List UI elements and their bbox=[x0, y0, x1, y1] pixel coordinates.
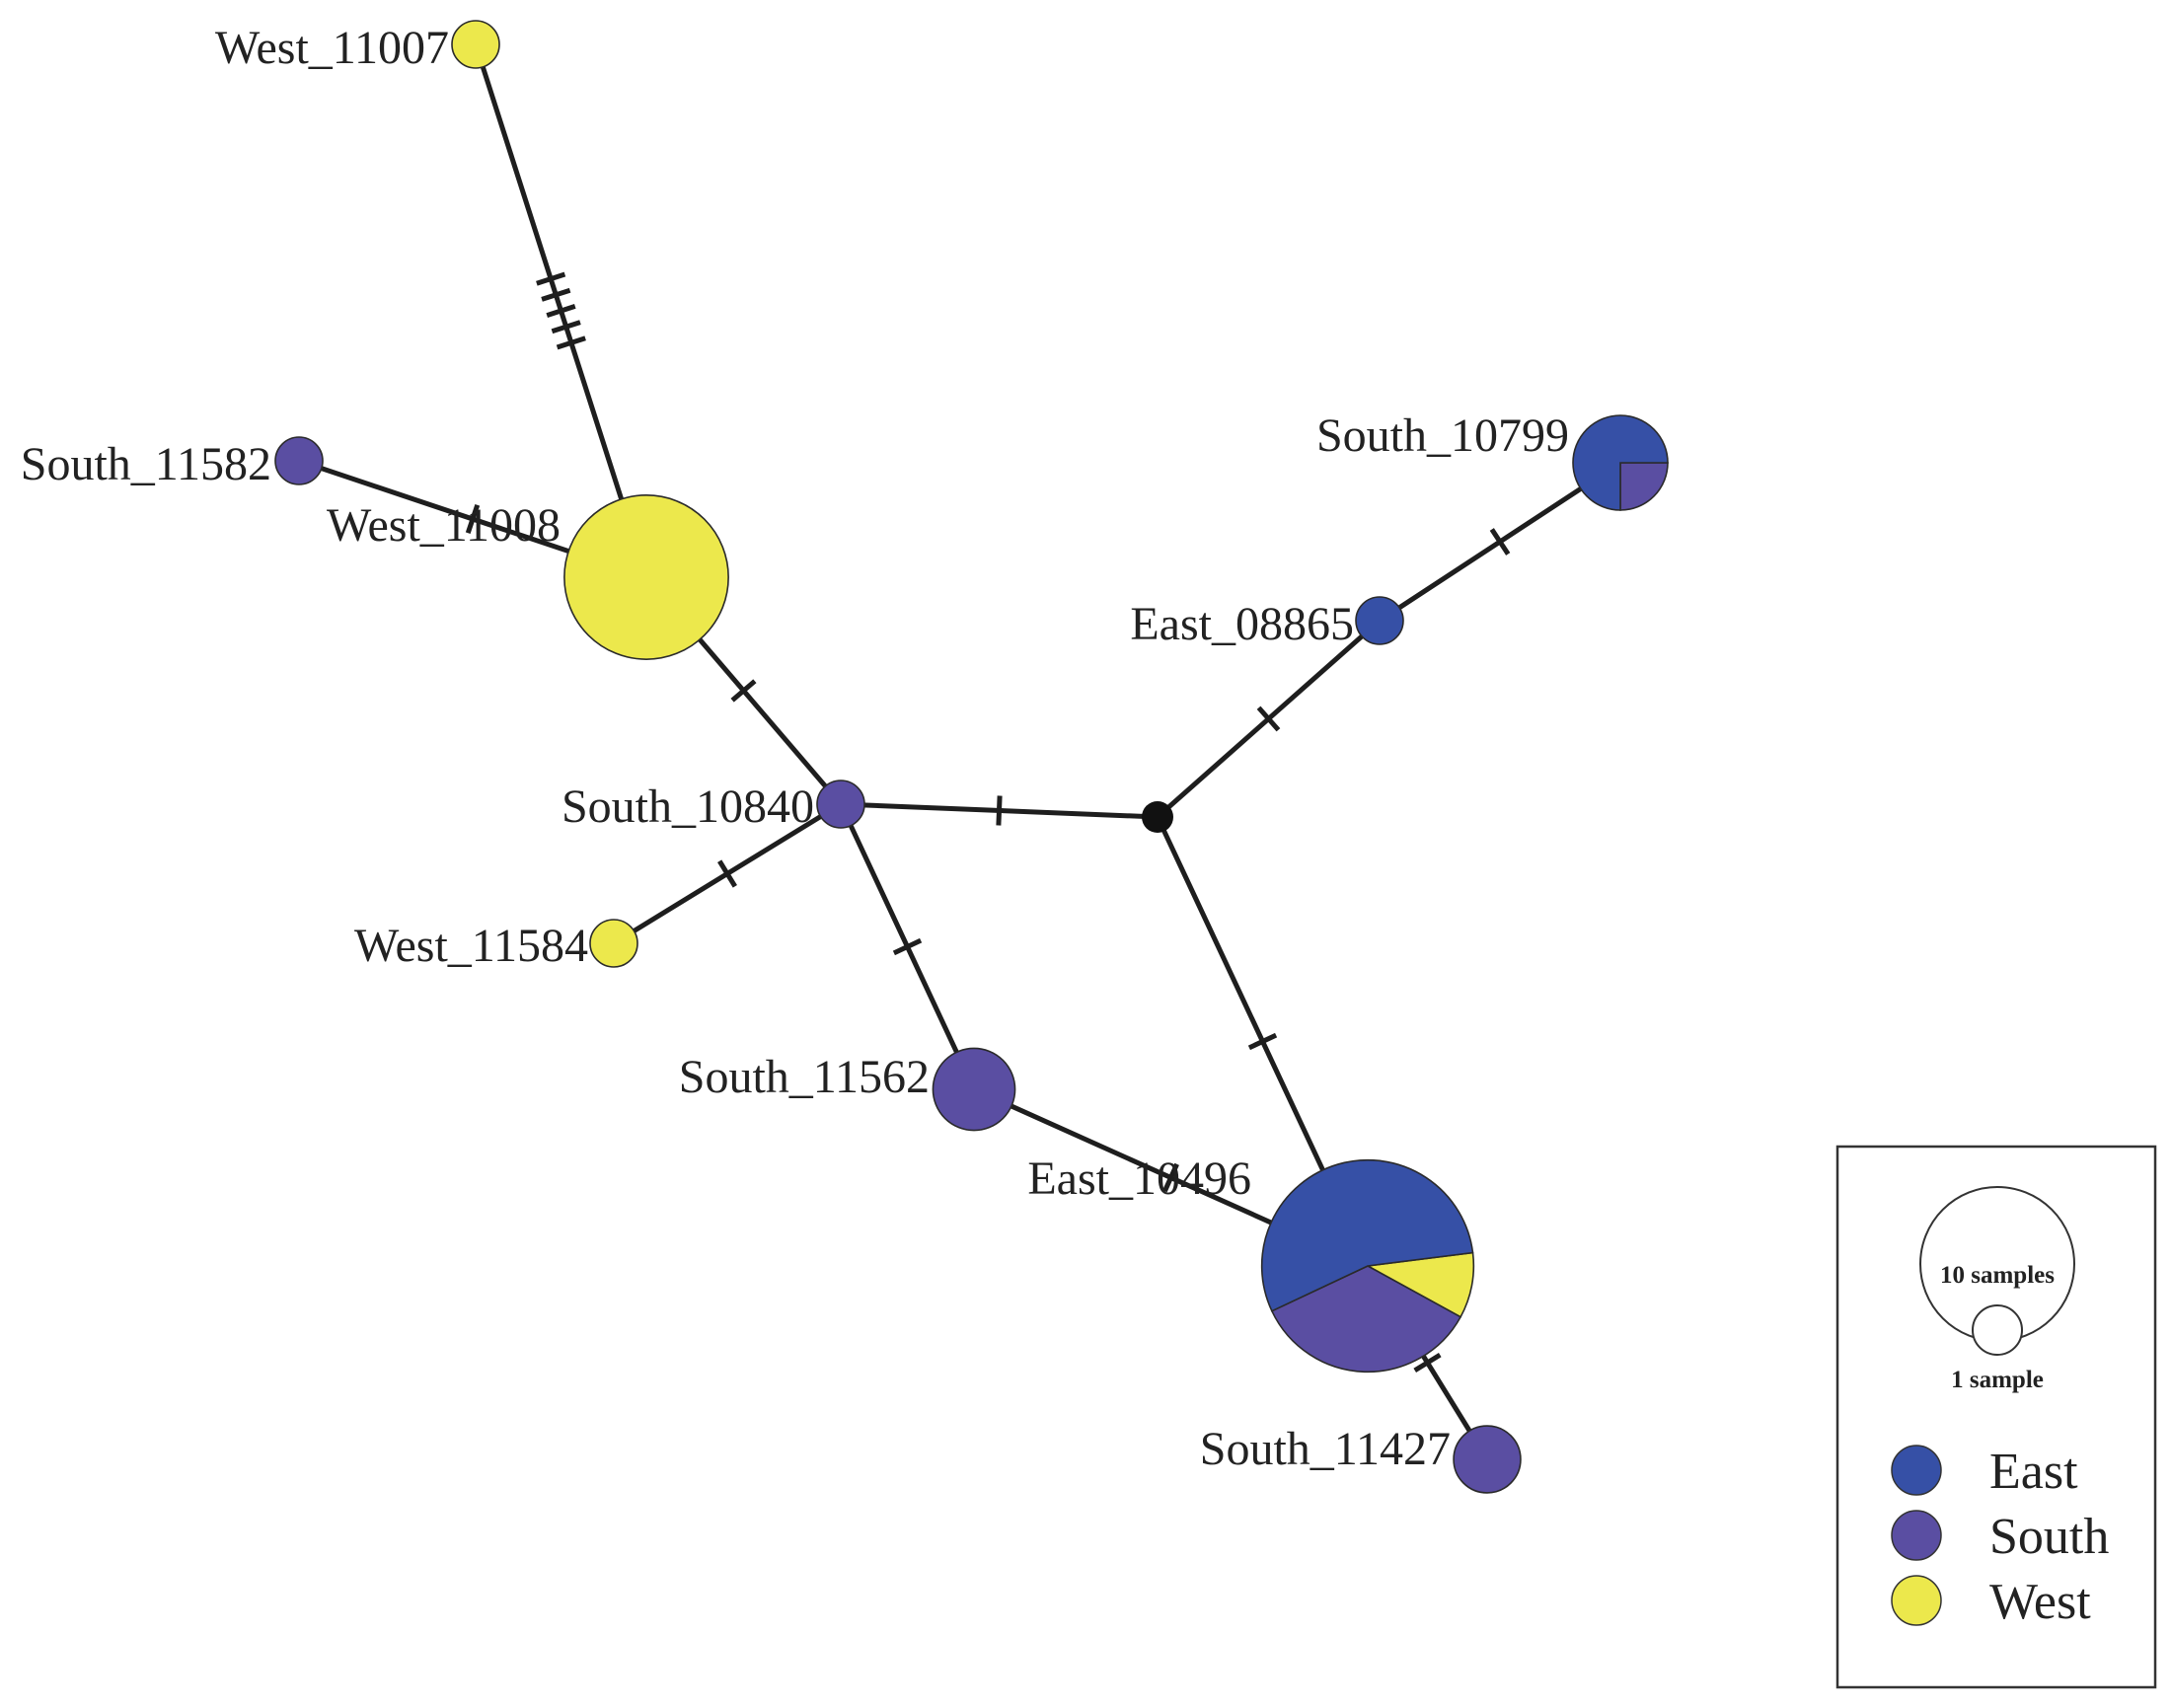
median-vector-node bbox=[1142, 801, 1173, 833]
mutation-tick bbox=[465, 503, 481, 535]
mutation-tick bbox=[1489, 528, 1511, 556]
haplotype-node-West_11584 bbox=[589, 919, 638, 968]
node-fill-south bbox=[274, 436, 324, 485]
edge-South_10840-West_11584 bbox=[611, 801, 844, 946]
legend-label-south: South bbox=[1989, 1509, 2109, 1565]
legend-swatch-west bbox=[1891, 1575, 1942, 1626]
haplotype-node-South_11582 bbox=[274, 436, 324, 485]
legend-label-east: East bbox=[1989, 1444, 2078, 1500]
mutation-tick bbox=[551, 320, 581, 334]
haplotype-node-South_10799 bbox=[1572, 414, 1669, 511]
legend-label-west: West bbox=[1989, 1574, 2091, 1630]
node-fill-west bbox=[563, 494, 729, 660]
haplotype-node-South_11427 bbox=[1453, 1425, 1522, 1494]
node-label-South_10840: South_10840 bbox=[561, 780, 814, 833]
node-fill-south bbox=[1453, 1425, 1522, 1494]
node-fill-west bbox=[451, 20, 500, 69]
node-label-South_11427: South_11427 bbox=[1200, 1423, 1451, 1475]
legend-size-large-label: 10 samples bbox=[1940, 1262, 2055, 1289]
node-label-East_10496: East_10496 bbox=[1027, 1152, 1251, 1205]
mutation-tick bbox=[1247, 1032, 1278, 1051]
mutation-tick bbox=[536, 271, 566, 286]
haplotype-node-West_11007 bbox=[451, 20, 500, 69]
pie-slice-east bbox=[1260, 1158, 1474, 1312]
nodes-layer bbox=[274, 20, 1669, 1494]
pie-slice-south bbox=[1619, 462, 1669, 511]
mutation-tick bbox=[892, 937, 923, 956]
mutation-tick bbox=[1256, 705, 1281, 732]
mutation-tick bbox=[541, 287, 571, 302]
legend-swatch-south bbox=[1891, 1510, 1942, 1561]
node-label-South_11562: South_11562 bbox=[679, 1051, 930, 1103]
haplotype-node-South_11562 bbox=[932, 1047, 1016, 1132]
mutation-tick bbox=[730, 679, 757, 703]
node-label-South_10799: South_10799 bbox=[1316, 409, 1569, 462]
haplotype-node-West_11008 bbox=[563, 494, 729, 660]
edge-West_11007-West_11008 bbox=[473, 41, 649, 580]
mutation-tick bbox=[556, 335, 586, 350]
node-label-West_11584: West_11584 bbox=[354, 920, 588, 972]
legend-size-small-label: 1 sample bbox=[1951, 1367, 2044, 1393]
pie-slice-south bbox=[1270, 1265, 1462, 1374]
mutation-tick bbox=[1162, 1162, 1179, 1193]
pie-slice-east bbox=[1572, 414, 1669, 511]
haplotype-node-East_08865 bbox=[1355, 596, 1404, 645]
node-label-East_08865: East_08865 bbox=[1130, 598, 1354, 650]
median-dot bbox=[1142, 801, 1173, 833]
node-label-West_11007: West_11007 bbox=[215, 22, 449, 74]
node-fill-west bbox=[589, 919, 638, 968]
edge-South_10840-median_1 bbox=[838, 795, 1160, 826]
legend-swatch-east bbox=[1891, 1445, 1942, 1496]
mutation-tick bbox=[717, 859, 737, 888]
haplotype-node-East_10496 bbox=[1260, 1158, 1475, 1374]
edge-South_10840-South_11562 bbox=[838, 801, 977, 1092]
node-fill-south bbox=[932, 1047, 1016, 1132]
haplotype-node-South_10840 bbox=[816, 780, 865, 829]
node-fill-east bbox=[1355, 596, 1404, 645]
node-label-West_11008: West_11008 bbox=[327, 499, 561, 552]
edge-median_1-East_08865 bbox=[1155, 618, 1383, 820]
mutation-tick bbox=[546, 304, 576, 318]
mutation-tick bbox=[996, 795, 1003, 826]
node-label-South_11582: South_11582 bbox=[21, 438, 271, 490]
mutation-tick bbox=[1413, 1352, 1442, 1374]
node-fill-south bbox=[816, 780, 865, 829]
legend-size-small-circle bbox=[1972, 1304, 2023, 1356]
